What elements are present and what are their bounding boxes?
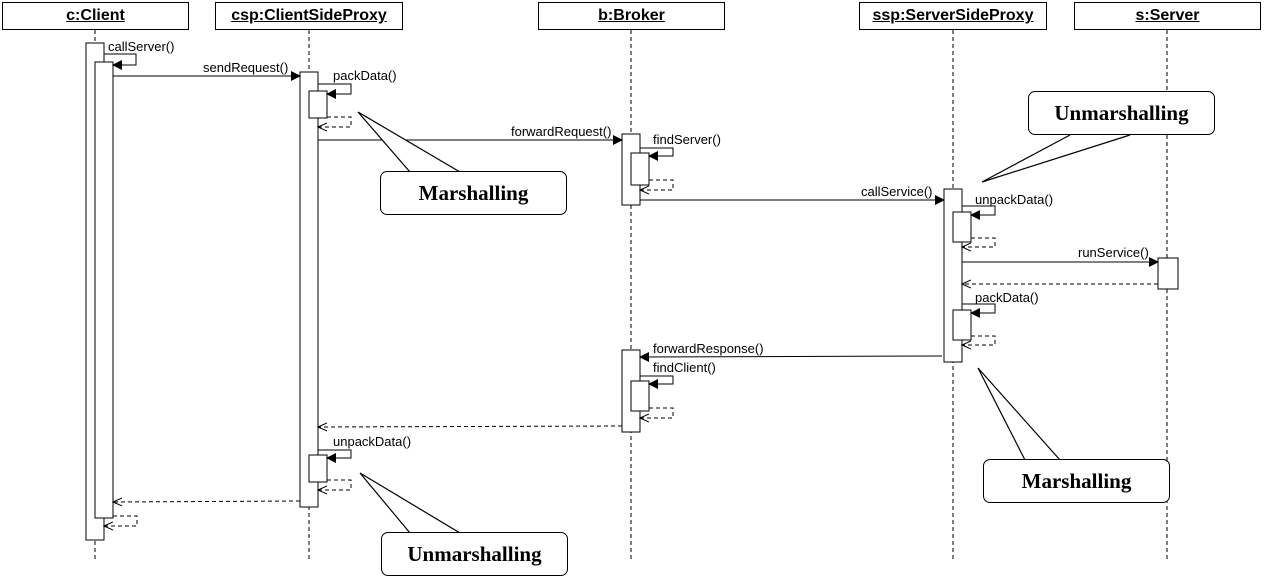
find-client-return <box>640 407 674 418</box>
msg-unpack-data-2: unpackData() <box>333 434 412 449</box>
msg-unpack-data-1: unpackData() <box>975 192 1054 207</box>
marshalling-server-pointer <box>977 367 1061 461</box>
unpack-data-return-1 <box>962 237 996 247</box>
ssp-pack-activation <box>952 309 972 341</box>
msg-call-service: callService() <box>861 184 933 199</box>
find-server-self-arrow <box>640 147 674 161</box>
lifeline-header-client-side-proxy: csp:ClientSideProxy <box>215 2 403 30</box>
ssp-unpack-activation <box>952 211 972 243</box>
unmarshalling-client-pointer <box>359 472 461 534</box>
msg-find-server: findServer() <box>653 132 721 147</box>
unpack-data-self-arrow-1 <box>962 205 996 220</box>
call-server-self-arrow <box>104 53 137 70</box>
msg-find-client: findClient() <box>653 360 716 375</box>
callout-marshalling-client: Marshalling <box>380 171 567 215</box>
call-server-return <box>104 515 138 526</box>
forward-response-arrow <box>639 351 943 362</box>
msg-pack-data-1: packData() <box>333 68 397 83</box>
msg-call-server: callServer() <box>108 39 175 54</box>
lifeline-header-client: c:Client <box>2 2 189 30</box>
find-server-return <box>640 179 674 190</box>
msg-forward-request: forwardRequest() <box>511 124 612 139</box>
lifeline-header-broker: b:Broker <box>538 2 725 30</box>
marshalling-client-pointer <box>357 111 461 173</box>
callout-unmarshalling-server: Unmarshalling <box>1028 91 1215 135</box>
broker-find-server-activation <box>630 152 650 186</box>
pack-data-self-arrow-2 <box>962 303 996 318</box>
csp-pack-activation <box>308 90 328 119</box>
broker-find-client-activation <box>630 380 650 412</box>
csp-activation <box>299 71 319 508</box>
pack-data-return-2 <box>962 335 996 345</box>
unpack-data-return-2 <box>318 479 352 490</box>
unpack-data-self-arrow-2 <box>318 449 352 463</box>
unmarshalling-server-pointer <box>981 134 1131 183</box>
msg-run-service: runService() <box>1078 245 1149 260</box>
callout-unmarshalling-client: Unmarshalling <box>381 532 568 576</box>
find-client-self-arrow <box>640 375 674 389</box>
send-request-return <box>113 501 301 502</box>
server-activation <box>1157 257 1179 290</box>
pack-data-return-1 <box>318 116 352 127</box>
msg-pack-data-2: packData() <box>975 290 1039 305</box>
lifeline-header-server: s:Server <box>1074 2 1261 30</box>
pack-data-self-arrow-1 <box>318 83 352 99</box>
callout-marshalling-server: Marshalling <box>983 459 1170 503</box>
lifeline-header-server-side-proxy: ssp:ServerSideProxy <box>859 2 1047 30</box>
csp-unpack-activation <box>308 454 328 483</box>
msg-forward-response: forwardResponse() <box>653 341 764 356</box>
client-nested-activation <box>94 61 114 519</box>
forward-response-return <box>318 426 623 427</box>
msg-send-request: sendRequest() <box>203 60 289 75</box>
